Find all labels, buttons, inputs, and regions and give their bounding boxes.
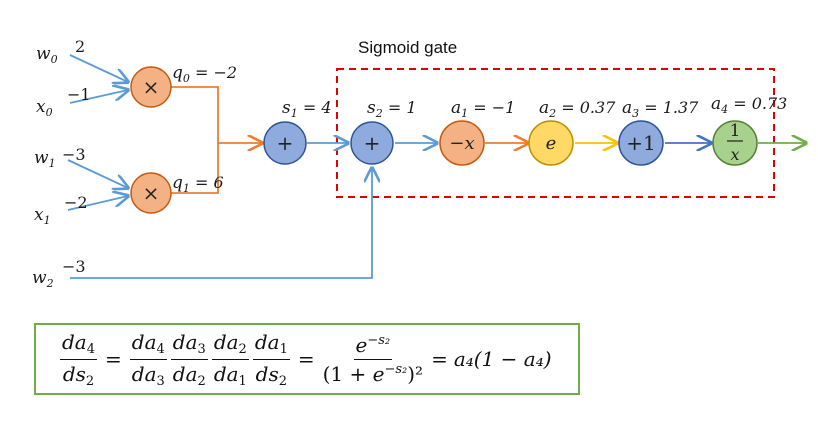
fraction-da3-da2: da3 da2	[170, 329, 208, 389]
equals-sign-3: =	[431, 347, 448, 371]
input-w2-value: −3	[62, 257, 86, 276]
reciprocal-denominator: x	[730, 145, 739, 164]
edge-w1-mul1	[67, 159, 128, 188]
input-x1-value: −2	[64, 193, 88, 212]
fraction-da2-da1: da2 da1	[211, 329, 249, 389]
edge-x1-mul1	[67, 196, 128, 211]
fraction-sigmoid-derivative: e−s₂ (1 + e−s₂)²	[322, 332, 424, 386]
sigmoid-derivative-result: a₄(1 − a₄)	[453, 347, 552, 371]
label-s1: s1 = 4	[282, 98, 332, 120]
fraction-da4-ds2: da4 ds2	[60, 329, 98, 389]
node-add1: +	[263, 121, 307, 165]
label-a1: a1 = −1	[451, 98, 515, 120]
input-x1-label: x1	[34, 205, 51, 227]
fraction-da1-ds2: da1 ds2	[252, 329, 290, 389]
input-w0-value: 2	[75, 37, 85, 56]
mul1-symbol: ×	[143, 181, 160, 205]
add2-symbol: +	[364, 131, 381, 155]
fraction-da4-da3: da4 da3	[129, 329, 167, 389]
label-q1: q1 = 6	[172, 173, 224, 195]
add1-symbol: +	[277, 131, 294, 155]
input-w1-value: −3	[62, 145, 86, 164]
edge-q1	[171, 143, 219, 194]
node-mul0: ×	[130, 66, 172, 108]
equals-sign-2: =	[297, 347, 315, 371]
input-x0-label: x0	[36, 97, 53, 119]
plus-one-symbol: +1	[626, 131, 655, 155]
edge-x0-mul0	[69, 90, 128, 104]
edge-q0	[171, 86, 219, 143]
input-w0-label: w0	[36, 44, 58, 66]
equals-sign-1: =	[105, 347, 122, 371]
node-plus-one: +1	[618, 120, 664, 166]
label-s2: s2 = 1	[367, 98, 417, 120]
node-add2: +	[350, 121, 394, 165]
input-x0-value: −1	[67, 85, 91, 104]
edge-w2	[70, 168, 372, 279]
input-w1-label: w1	[34, 148, 56, 170]
edge-w0-mul0	[69, 54, 128, 82]
node-negate: −x	[439, 120, 485, 166]
node-mul1: ×	[130, 172, 172, 214]
exp-symbol: e	[546, 133, 557, 154]
sigmoid-gate-box	[336, 68, 775, 198]
negate-symbol: −x	[449, 133, 474, 154]
sigmoid-gate-title: Sigmoid gate	[358, 38, 457, 57]
mul0-symbol: ×	[143, 75, 160, 99]
label-a4: a4 = 0.73	[711, 94, 787, 116]
node-reciprocal: 1 x	[712, 120, 758, 166]
input-w2-label: w2	[32, 268, 54, 290]
label-a3: a3 = 1.37	[622, 98, 699, 120]
derivative-formula-box: da4 ds2 = da4 da3 da3 da2 da2 da1 da1 ds…	[34, 323, 580, 395]
label-q0: q0 = −2	[172, 63, 237, 85]
node-exp: e	[528, 120, 574, 166]
reciprocal-numerator: 1	[730, 121, 741, 141]
label-a2: a2 = 0.37	[539, 98, 616, 120]
